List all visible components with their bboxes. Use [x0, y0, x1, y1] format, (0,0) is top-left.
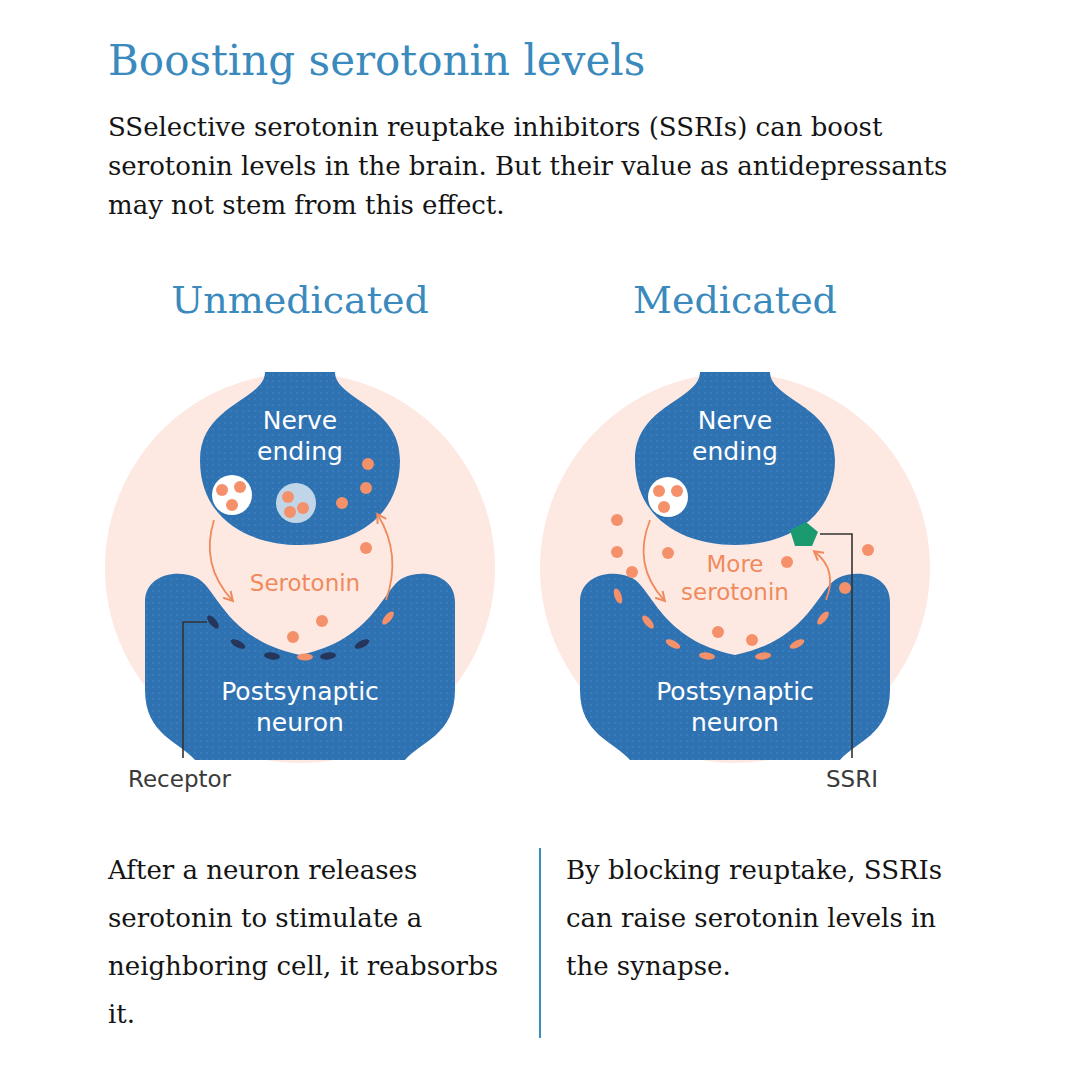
ssri-molecule [790, 522, 818, 546]
title: Boosting serotonin levels [108, 36, 645, 85]
shape-label: Postsynaptic neuron [654, 676, 816, 739]
leader-line [820, 534, 852, 758]
caption-text: By blocking reuptake, SSRIs can raise se… [566, 846, 986, 990]
shape-label: Nerve ending [660, 405, 810, 468]
intro-text: SSelective serotonin reuptake inhibitors… [108, 108, 988, 225]
left-synapse [105, 372, 495, 763]
right-synapse [540, 372, 930, 763]
shape-label: Nerve ending [225, 405, 375, 468]
callout-label: SSRI [826, 766, 906, 794]
part-label: Serotonin [235, 570, 375, 598]
postsynaptic-neuron: Postsynaptic neuron [600, 676, 870, 746]
panel-heading: Unmedicated [105, 278, 495, 324]
panel-heading: Medicated [540, 278, 930, 324]
nerve-ending: Nerve ending [650, 405, 820, 485]
divider-line [539, 848, 541, 1038]
callout-label: Receptor [128, 766, 278, 794]
leader-line [183, 622, 207, 758]
shape-label: Postsynaptic neuron [219, 676, 381, 739]
nerve-ending: Nerve ending [215, 405, 385, 485]
synapse-panel: UnmedicatedNerve endingPostsynaptic neur… [105, 278, 495, 768]
part-label: More serotonin [655, 551, 815, 606]
synapse-panel: MedicatedNerve endingPostsynaptic neuron [540, 278, 930, 768]
postsynaptic-neuron: Postsynaptic neuron [165, 676, 435, 746]
caption-text: After a neuron releases serotonin to sti… [108, 846, 513, 1038]
